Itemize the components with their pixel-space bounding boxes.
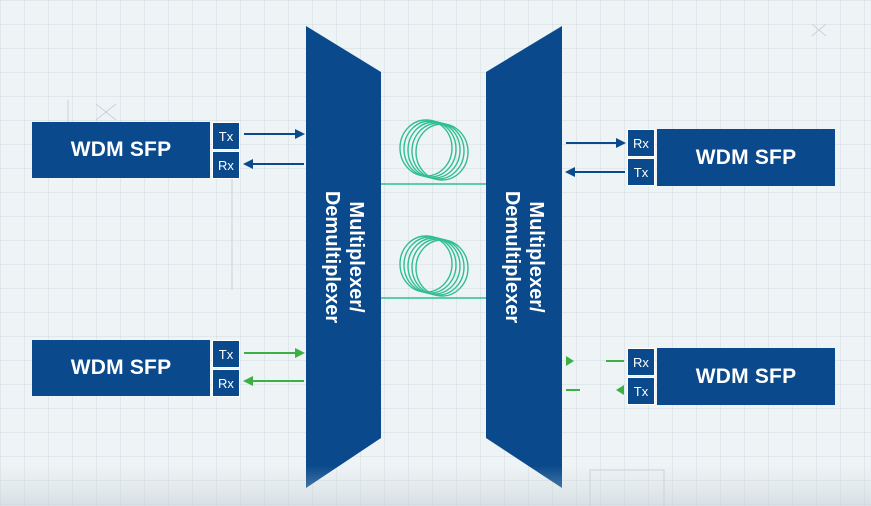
arrow-right-bottom-rx-head [566, 356, 574, 366]
fiber-coil-bottom [399, 235, 469, 297]
port-rx-right-top: Rx [627, 129, 655, 157]
port-tx-right-bottom: Tx [627, 377, 655, 405]
sfp-box-right-top: WDM SFP [657, 129, 835, 186]
port-rx-right-bottom: Rx [627, 348, 655, 376]
bottom-fade [0, 466, 871, 506]
sfp-box-left-top: WDM SFP [32, 122, 210, 178]
sfp-box-left-bottom: WDM SFP [32, 340, 210, 396]
fiber-coil-top [399, 119, 469, 181]
mux-right-shape [486, 26, 562, 488]
port-tx-left-bottom: Tx [212, 340, 240, 368]
port-rx-left-bottom: Rx [212, 369, 240, 397]
mux-right-label: Multiplexer/ Demultiplexer [501, 190, 547, 324]
port-tx-left-top: Tx [212, 122, 240, 150]
sfp-box-right-bottom: WDM SFP [657, 348, 835, 405]
mux-left-label: Multiplexer/ Demultiplexer [321, 190, 367, 324]
mux-left-shape [306, 26, 381, 488]
port-tx-right-top: Tx [627, 158, 655, 186]
arrow-right-bottom-tx-head [616, 385, 624, 395]
port-rx-left-top: Rx [212, 151, 240, 179]
